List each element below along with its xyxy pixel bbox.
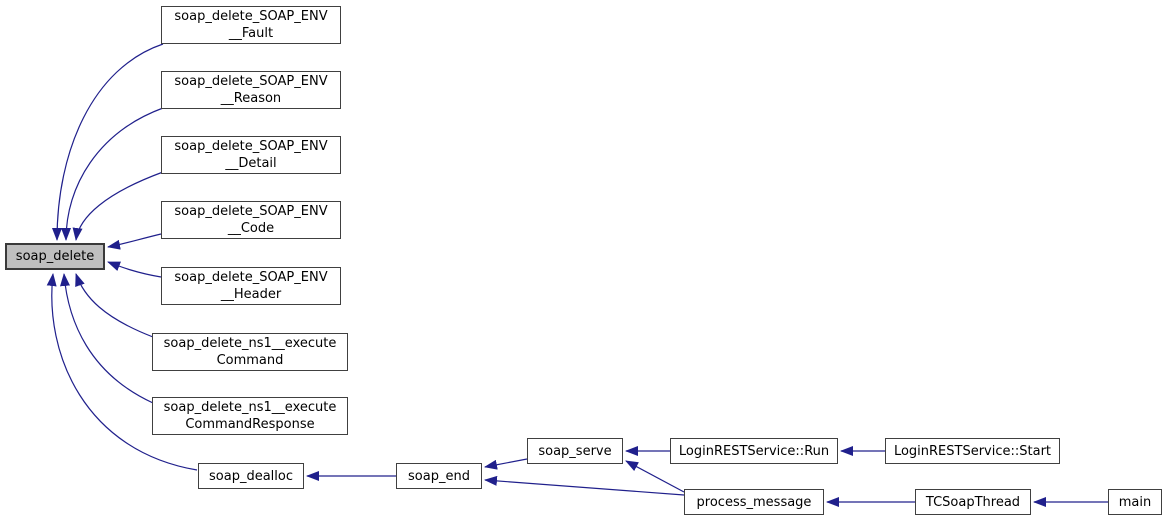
node-label-line: soap_delete_SOAP_ENV [174,204,328,219]
node-label-line: soap_delete_SOAP_ENV [174,139,328,154]
node-label-line: soap_delete [15,249,95,264]
edge-reason-to-soap-delete [61,107,164,241]
node-label-line: __Reason [220,91,282,106]
node-label-line: Command [216,353,284,368]
node-label-line: __Detail [225,156,277,171]
node-label-line: TCSoapThread [925,494,1021,510]
node-soap-delete-ns1-execute-command-response[interactable]: soap_delete_ns1__execute CommandResponse [152,397,348,435]
node-label-line: soap_delete_ns1__execute [163,336,337,351]
node-soap-delete-soap-env-reason[interactable]: soap_delete_SOAP_ENV __Reason [161,71,341,109]
edge-detail-to-soap-delete [72,171,164,241]
node-label-line: process_message [696,494,812,510]
node-label-line: LoginRESTService::Start [893,443,1052,459]
node-label-line: CommandResponse [185,417,315,432]
node-label-line: soap_serve [538,443,612,459]
node-soap-delete-soap-env-code[interactable]: soap_delete_SOAP_ENV __Code [161,201,341,239]
node-label-line: __Fault [228,26,274,41]
node-loginrestservice-start[interactable]: LoginRESTService::Start [885,438,1060,464]
node-soap-end[interactable]: soap_end [396,463,482,489]
node-soap-delete-ns1-execute-command[interactable]: soap_delete_ns1__execute Command [152,333,348,371]
edge-fault-to-soap-delete [52,43,164,241]
node-soap-dealloc[interactable]: soap_dealloc [198,463,304,489]
node-label-line: soap_delete_SOAP_ENV [174,74,328,89]
edge-process-message-to-soap-serve [625,460,685,493]
edge-executecommand-to-soap-delete [75,273,154,338]
node-label-line: __Code [227,221,275,236]
node-label-line: __Header [220,287,282,302]
node-soap-delete[interactable]: soap_delete [5,243,105,270]
edge-soap-serve-to-soap-end [484,458,528,470]
edge-code-to-soap-delete [107,233,162,250]
edge-header-to-soap-delete [107,261,162,278]
node-tcsoapthread[interactable]: TCSoapThread [915,489,1031,515]
node-label-line: soap_delete_SOAP_ENV [174,9,328,24]
node-soap-delete-soap-env-header[interactable]: soap_delete_SOAP_ENV __Header [161,267,341,305]
node-soap-delete-soap-env-fault[interactable]: soap_delete_SOAP_ENV __Fault [161,6,341,44]
node-main[interactable]: main [1108,489,1162,515]
node-label-line: LoginRESTService::Run [678,443,830,459]
node-label-line: soap_delete_SOAP_ENV [174,270,328,285]
node-label-line: soap_dealloc [209,468,293,484]
node-loginrestservice-run[interactable]: LoginRESTService::Run [670,438,838,464]
node-soap-serve[interactable]: soap_serve [527,438,623,464]
node-process-message[interactable]: process_message [684,489,824,515]
edge-executecommandresponse-to-soap-delete [60,273,154,404]
edge-soap-dealloc-to-soap-delete [46,273,198,471]
node-label-line: main [1118,494,1152,510]
node-label-line: soap_delete_ns1__execute [163,400,337,415]
edge-process-message-to-soap-end [484,475,685,496]
node-soap-delete-soap-env-detail[interactable]: soap_delete_SOAP_ENV __Detail [161,136,341,174]
node-label-line: soap_end [408,468,470,484]
